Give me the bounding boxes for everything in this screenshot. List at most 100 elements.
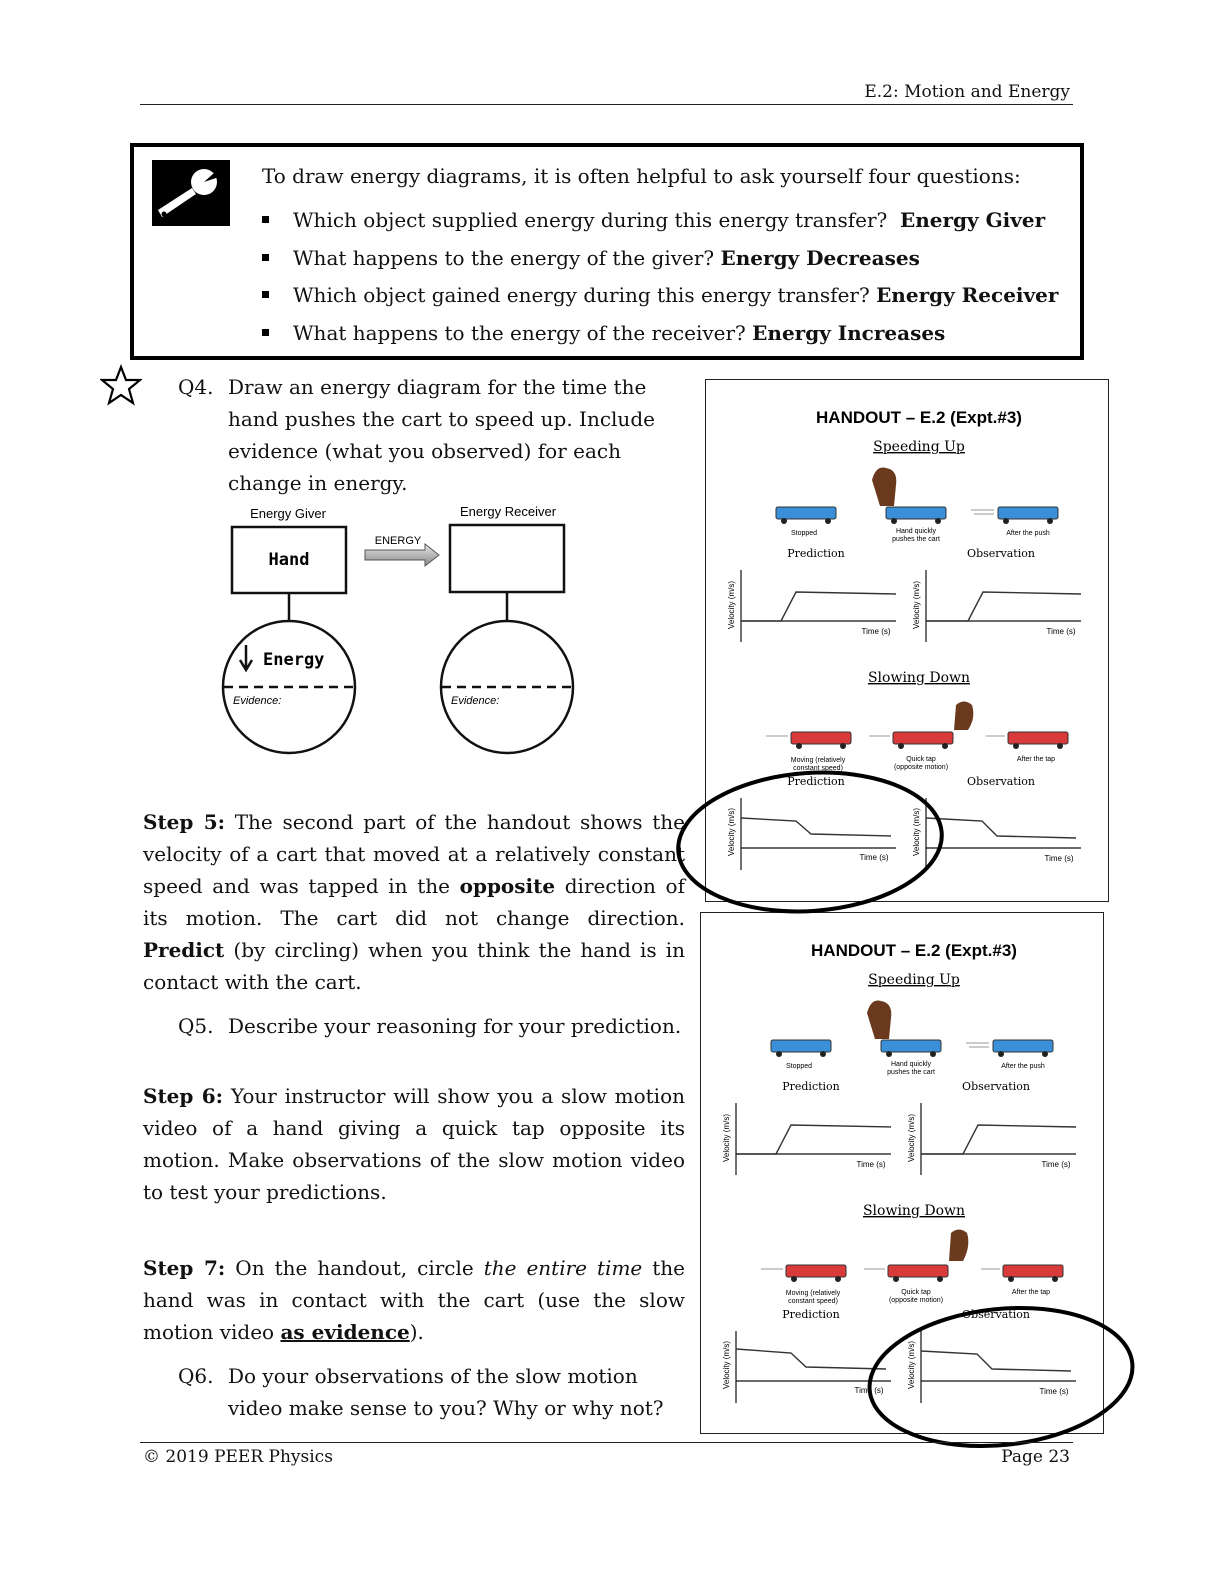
blue-cart-pushed xyxy=(880,1039,942,1057)
svg-text:Time (s): Time (s) xyxy=(859,853,888,862)
slowing-down-prediction-graph: Velocity (m/s) Time (s) xyxy=(727,798,896,870)
svg-text:Quick tap: Quick tap xyxy=(901,1289,931,1296)
svg-text:constant speed): constant speed) xyxy=(793,765,843,772)
slowing-down-heading: Slowing Down xyxy=(868,670,970,686)
svg-text:Velocity (m/s): Velocity (m/s) xyxy=(727,581,736,629)
step-5: Step 5: The second part of the handout s… xyxy=(143,810,685,994)
footer-rule xyxy=(140,1442,1073,1443)
svg-text:Moving (relatively: Moving (relatively xyxy=(791,757,846,764)
svg-text:Velocity (m/s): Velocity (m/s) xyxy=(722,1341,731,1389)
hand-icon xyxy=(867,1000,892,1039)
svg-text:Time (s): Time (s) xyxy=(854,1386,883,1395)
section-title: E.2: Motion and Energy xyxy=(864,82,1070,102)
svg-text:Time (s): Time (s) xyxy=(1046,627,1075,636)
giver-circle-text: Energy xyxy=(263,650,324,670)
svg-text:(opposite motion): (opposite motion) xyxy=(889,1297,943,1304)
question-q5: Q5. Describe your reasoning for your pre… xyxy=(178,1014,682,1038)
handout-title: HANDOUT – E.2 (Expt.#3) xyxy=(816,408,1022,427)
svg-text:Stopped: Stopped xyxy=(786,1063,812,1070)
svg-text:Prediction: Prediction xyxy=(787,547,845,560)
slowing-down-heading: Slowing Down xyxy=(863,1203,965,1219)
header-rule xyxy=(140,104,1073,105)
receiver-box xyxy=(448,523,566,594)
svg-text:(opposite motion): (opposite motion) xyxy=(894,764,948,771)
hand-icon xyxy=(954,701,974,730)
handout-image-1: HANDOUT – E.2 (Expt.#3) Speeding Up Stop… xyxy=(705,379,1109,902)
svg-text:pushes the cart: pushes the cart xyxy=(892,536,940,543)
hand-icon xyxy=(872,467,897,506)
speeding-up-observation-graph: Velocity (m/s) Time (s) xyxy=(907,1103,1077,1175)
speeding-up-prediction-graph: Velocity (m/s) Time (s) xyxy=(722,1103,892,1175)
svg-text:Stopped: Stopped xyxy=(791,530,817,537)
speeding-up-heading: Speeding Up xyxy=(873,439,965,455)
svg-text:Time (s): Time (s) xyxy=(861,627,890,636)
giver-box-text: Hand xyxy=(269,550,310,570)
svg-text:Time (s): Time (s) xyxy=(1041,1160,1070,1169)
svg-text:Velocity (m/s): Velocity (m/s) xyxy=(727,808,736,856)
star-icon xyxy=(100,364,142,406)
svg-text:Velocity (m/s): Velocity (m/s) xyxy=(912,581,921,629)
svg-text:After the tap: After the tap xyxy=(1012,1289,1050,1296)
question-q4: Q4. Draw an energy diagram for the time … xyxy=(178,375,655,495)
svg-text:Quick tap: Quick tap xyxy=(906,756,936,763)
svg-text:Velocity (m/s): Velocity (m/s) xyxy=(907,1114,916,1162)
svg-text:Hand quickly: Hand quickly xyxy=(891,1061,932,1068)
energy-arrow-label: ENERGY xyxy=(375,535,422,547)
wrench-icon xyxy=(152,160,230,226)
svg-text:Observation: Observation xyxy=(967,547,1035,560)
svg-text:Velocity (m/s): Velocity (m/s) xyxy=(907,1341,916,1389)
svg-text:Observation: Observation xyxy=(967,775,1035,788)
blue-cart-pushed xyxy=(885,506,947,524)
svg-text:Velocity (m/s): Velocity (m/s) xyxy=(912,808,921,856)
blue-cart-stopped xyxy=(770,1039,832,1057)
svg-text:Moving (relatively: Moving (relatively xyxy=(786,1290,841,1297)
blue-cart-after-push xyxy=(971,506,1059,524)
speeding-up-prediction-graph: Velocity (m/s) Time (s) xyxy=(727,570,897,642)
evidence-label: Evidence: xyxy=(451,695,499,707)
step-7: Step 7: On the handout, circle the entir… xyxy=(143,1256,686,1344)
step-6: Step 6: Your instructor will show you a … xyxy=(143,1084,686,1204)
svg-text:Prediction: Prediction xyxy=(782,1308,840,1321)
svg-text:Prediction: Prediction xyxy=(782,1080,840,1093)
tip-bullet: Which object supplied energy during this… xyxy=(262,208,1045,232)
tip-box xyxy=(130,143,1084,360)
question-q6: Q6. Do your observations of the slow mot… xyxy=(178,1364,664,1420)
energy-diagram: Energy Giver Energy Receiver Hand ENERGY… xyxy=(221,504,575,755)
tip-bullet: What happens to the energy of the receiv… xyxy=(262,321,945,345)
svg-text:pushes the cart: pushes the cart xyxy=(887,1069,935,1076)
svg-text:Time (s): Time (s) xyxy=(856,1160,885,1169)
svg-text:Observation: Observation xyxy=(962,1308,1030,1321)
slowing-down-observation-graph: Velocity (m/s) Time (s) xyxy=(907,1331,1076,1403)
red-cart-after-tap xyxy=(981,1264,1064,1282)
svg-text:After the push: After the push xyxy=(1001,1063,1045,1070)
red-cart-moving xyxy=(766,731,852,749)
speeding-up-heading: Speeding Up xyxy=(868,972,960,988)
slowing-down-prediction-graph: Velocity (m/s) Time (s) xyxy=(722,1331,891,1403)
slowing-down-observation-graph: Velocity (m/s) Time (s) xyxy=(912,798,1081,870)
red-cart-tapped xyxy=(869,731,954,749)
svg-text:After the push: After the push xyxy=(1006,530,1050,537)
giver-box xyxy=(230,525,348,595)
red-cart-after-tap xyxy=(986,731,1069,749)
svg-text:Time (s): Time (s) xyxy=(1044,854,1073,863)
energy-arrow xyxy=(364,542,440,568)
energy-giver-label: Energy Giver xyxy=(250,506,327,521)
tip-bullet: Which object gained energy during this e… xyxy=(262,283,1058,307)
blue-cart-after-push xyxy=(966,1039,1054,1057)
svg-text:Time (s): Time (s) xyxy=(1039,1387,1068,1396)
handout-title: HANDOUT – E.2 (Expt.#3) xyxy=(811,941,1017,960)
svg-text:Observation: Observation xyxy=(962,1080,1030,1093)
tip-intro: To draw energy diagrams, it is often hel… xyxy=(262,164,1021,188)
blue-cart-stopped xyxy=(775,506,837,524)
red-cart-tapped xyxy=(864,1264,949,1282)
svg-text:After the tap: After the tap xyxy=(1017,756,1055,763)
handout-image-2: HANDOUT – E.2 (Expt.#3) Speeding Up Stop… xyxy=(700,912,1104,1434)
svg-text:Prediction: Prediction xyxy=(787,775,845,788)
svg-text:Hand quickly: Hand quickly xyxy=(896,528,937,535)
svg-text:Velocity (m/s): Velocity (m/s) xyxy=(722,1114,731,1162)
red-cart-moving xyxy=(761,1264,847,1282)
copyright: © 2019 PEER Physics xyxy=(143,1447,333,1467)
energy-receiver-label: Energy Receiver xyxy=(460,504,557,519)
tip-bullet: What happens to the energy of the giver?… xyxy=(262,246,920,270)
evidence-label: Evidence: xyxy=(233,695,281,707)
